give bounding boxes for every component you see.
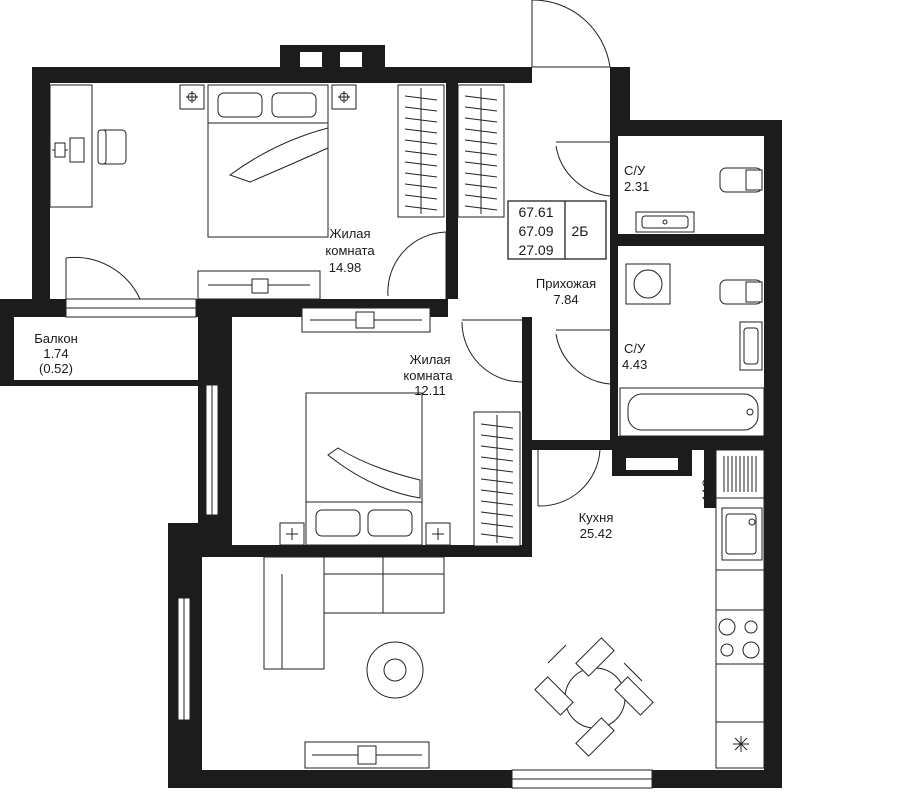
bedroom2-name-2: комната [403, 368, 453, 383]
wardrobe-hanger [464, 117, 498, 123]
bedroom1-furniture [49, 84, 505, 300]
hallway-name: Прихожая [536, 276, 596, 291]
wc2-fixtures [619, 263, 765, 437]
apartment-type: 2Б [572, 223, 589, 239]
hallway-area: 7.84 [553, 292, 578, 307]
bedroom1-name-2: комната [325, 243, 375, 258]
wardrobe-hanger [480, 423, 514, 429]
wardrobe-hanger [464, 183, 498, 189]
wardrobe-hanger [404, 128, 438, 134]
total-area: 67.61 [518, 204, 553, 220]
wardrobe-hanger [480, 478, 514, 484]
wardrobe-hanger [404, 183, 438, 189]
wc1-fixtures [635, 167, 763, 233]
bedroom2-area: 12.11 [414, 383, 446, 398]
ac-unit-marker: 1АС [701, 479, 713, 500]
wardrobe-hanger [464, 194, 498, 200]
wc2-area: 4.43 [622, 357, 647, 372]
kitchen-name: Кухня [579, 510, 614, 525]
bedroom1-area: 14.98 [329, 260, 362, 275]
living-area: 27.09 [518, 242, 553, 258]
wardrobe-hanger [404, 172, 438, 178]
wardrobe-hanger [404, 106, 438, 112]
wardrobe-hanger [464, 128, 498, 134]
doors [65, 0, 612, 507]
wardrobe-hanger [404, 95, 438, 101]
wardrobe-hanger [404, 205, 438, 211]
wardrobe-hanger [464, 150, 498, 156]
wardrobe-hanger [480, 489, 514, 495]
wardrobe-hanger [404, 150, 438, 156]
wardrobe-hanger [480, 467, 514, 473]
wardrobe-hanger [464, 161, 498, 167]
walls [0, 45, 782, 789]
living-furniture [263, 556, 445, 769]
wc1-area: 2.31 [624, 179, 649, 194]
wardrobe-hanger [480, 445, 514, 451]
balcony-area-reduced: (0.52) [39, 361, 73, 376]
wardrobe-hanger [404, 139, 438, 145]
balcony-name: Балкон [34, 331, 78, 346]
total-area-reduced: 67.09 [518, 223, 553, 239]
wc2-name: С/У [624, 341, 646, 356]
wardrobe-hanger [404, 117, 438, 123]
room-labels: Жилая комната 14.98 Жилая комната 12.11 … [34, 163, 713, 541]
wardrobe-hanger [480, 533, 514, 539]
bedroom2-furniture [279, 307, 521, 547]
wardrobe-hanger [464, 172, 498, 178]
wardrobe-hanger [464, 205, 498, 211]
wardrobe-hanger [480, 511, 514, 517]
wardrobe-hanger [480, 456, 514, 462]
wardrobe-hanger [404, 194, 438, 200]
wardrobe-hanger [464, 106, 498, 112]
bedroom1-name-1: Жилая [329, 226, 370, 241]
wardrobe-hanger [480, 434, 514, 440]
wardrobe-hanger [464, 139, 498, 145]
balcony-area: 1.74 [43, 346, 68, 361]
kitchen-area: 25.42 [580, 526, 613, 541]
wardrobe-hanger [480, 522, 514, 528]
windows [65, 298, 197, 318]
wardrobe-hanger [464, 95, 498, 101]
wc1-name: С/У [624, 163, 646, 178]
summary-box: 67.61 67.09 27.09 2Б [507, 200, 607, 260]
kitchen-fixtures [534, 449, 765, 769]
wardrobe-hanger [404, 161, 438, 167]
bedroom2-name-1: Жилая [409, 352, 450, 367]
wardrobe-hanger [480, 500, 514, 506]
